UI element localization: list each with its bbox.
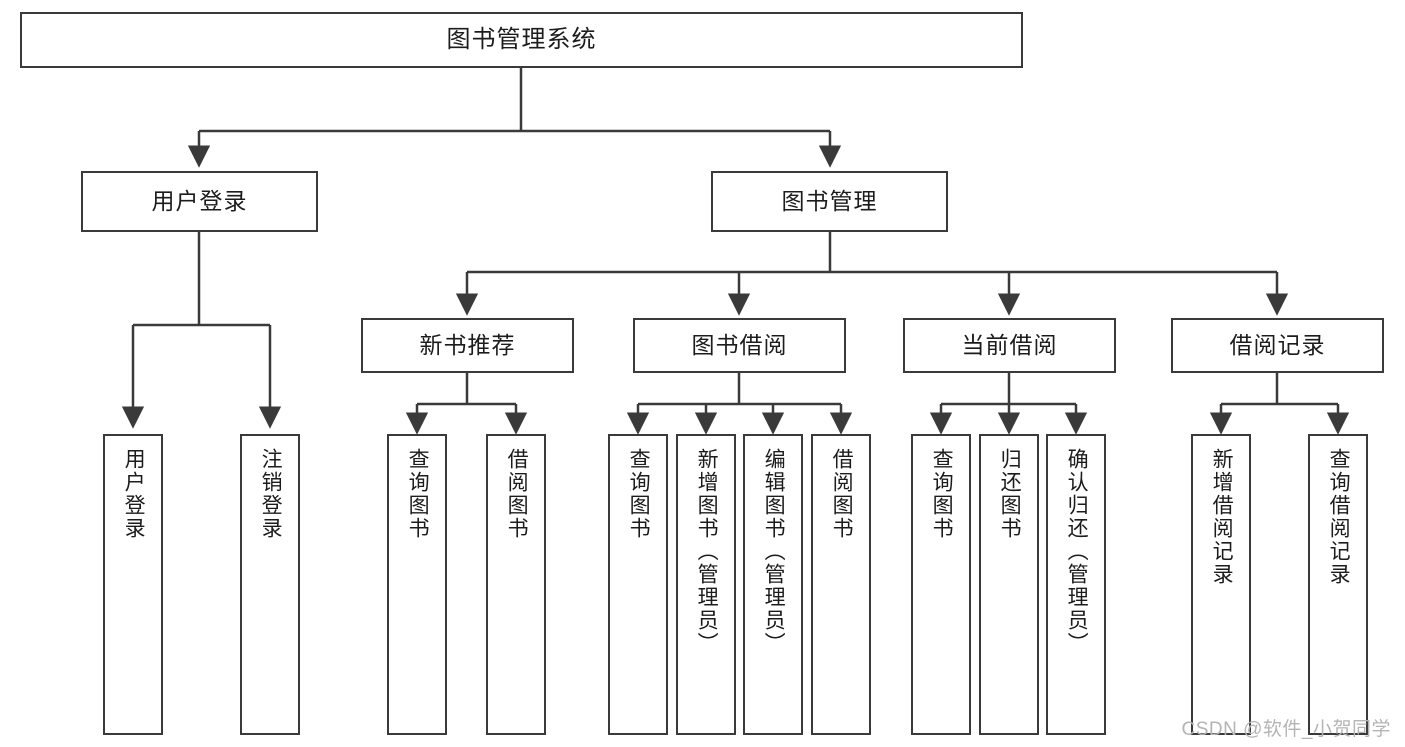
node-leaf-recommend-query-book[interactable]: 查询图书 [387,434,447,735]
node-label: 新增图书（管理员） [695,448,719,655]
node-leaf-recommend-borrow-book[interactable]: 借阅图书 [486,434,546,735]
node-leaf-borrow-add-book-admin[interactable]: 新增图书（管理员） [676,434,736,735]
node-user-login[interactable]: 用户登录 [81,171,318,232]
node-label: 查询借阅记录 [1327,448,1351,586]
node-label: 查询图书 [627,448,651,540]
node-leaf-record-query-record[interactable]: 查询借阅记录 [1308,434,1368,735]
node-leaf-logout[interactable]: 注销登录 [240,434,300,735]
node-label: 新增借阅记录 [1210,448,1234,586]
node-label: 借阅图书 [830,448,854,540]
node-label: 查询图书 [406,448,430,540]
node-label: 查询图书 [930,448,954,540]
node-label: 编辑图书（管理员） [762,448,786,655]
node-book-borrow[interactable]: 图书借阅 [633,318,846,373]
node-leaf-current-return-book[interactable]: 归还图书 [979,434,1039,735]
node-leaf-borrow-edit-book-admin[interactable]: 编辑图书（管理员） [743,434,803,735]
node-label: 确认归还（管理员） [1065,448,1089,655]
node-label: 借阅图书 [505,448,529,540]
node-label: 图书借阅 [691,331,788,358]
node-label: 用户登录 [151,187,248,214]
node-label: 当前借阅 [961,331,1058,358]
node-new-book-recommend[interactable]: 新书推荐 [361,318,574,373]
node-label: 借阅记录 [1229,331,1326,358]
node-leaf-current-query-book[interactable]: 查询图书 [911,434,971,735]
node-leaf-current-confirm-return-admin[interactable]: 确认归还（管理员） [1046,434,1106,735]
node-leaf-user-login[interactable]: 用户登录 [103,434,163,735]
node-label: 注销登录 [259,448,283,540]
node-root-book-management-system[interactable]: 图书管理系统 [20,12,1023,68]
node-current-borrow[interactable]: 当前借阅 [903,318,1116,373]
node-label: 图书管理系统 [446,25,597,53]
node-leaf-borrow-borrow-book[interactable]: 借阅图书 [811,434,871,735]
node-book-management[interactable]: 图书管理 [711,171,948,232]
node-label: 新书推荐 [419,331,516,358]
node-leaf-record-add-record[interactable]: 新增借阅记录 [1191,434,1251,735]
node-borrow-record[interactable]: 借阅记录 [1171,318,1384,373]
node-label: 图书管理 [781,187,878,214]
node-label: 归还图书 [998,448,1022,540]
node-leaf-borrow-query-book[interactable]: 查询图书 [608,434,668,735]
node-label: 用户登录 [122,448,146,540]
watermark: CSDN @软件_小贺同学 [1181,719,1391,740]
